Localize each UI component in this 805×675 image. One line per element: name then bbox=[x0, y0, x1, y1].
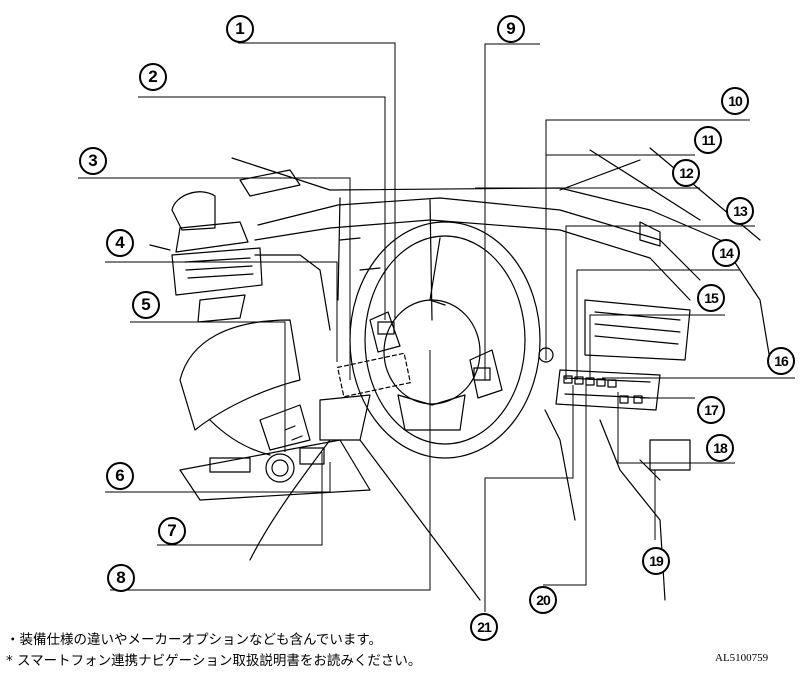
console-outline bbox=[179, 394, 481, 601]
callout-4: 4 bbox=[106, 229, 134, 257]
switch-row bbox=[563, 375, 643, 404]
note-line-1: ・装備仕様の違いやメーカーオプションなども含んでいます。 bbox=[6, 632, 382, 648]
center-stack-outline bbox=[538, 299, 691, 601]
callout-9: 9 bbox=[497, 15, 525, 43]
callout-16: 16 bbox=[767, 347, 795, 375]
callout-7: 7 bbox=[158, 517, 186, 545]
callout-14: 14 bbox=[712, 239, 740, 267]
callout-1: 1 bbox=[226, 15, 254, 43]
callout-15: 15 bbox=[697, 284, 725, 312]
left-side-outline bbox=[149, 169, 331, 331]
callout-21: 21 bbox=[470, 613, 498, 641]
callout-19: 19 bbox=[642, 547, 670, 575]
driver-seat-outline bbox=[179, 294, 301, 456]
callout-12: 12 bbox=[672, 159, 700, 187]
figure-code: AL5100759 bbox=[715, 652, 769, 664]
leader-lines bbox=[78, 42, 795, 612]
note-line-2: * スマートフォン連携ナビゲーション取扱説明書をお読みください。 bbox=[6, 653, 422, 669]
callout-6: 6 bbox=[106, 462, 134, 490]
steering-wheel-outline bbox=[349, 221, 541, 459]
callout-3: 3 bbox=[79, 147, 107, 175]
callout-18: 18 bbox=[706, 434, 734, 462]
callout-11: 11 bbox=[694, 126, 722, 154]
callout-20: 20 bbox=[529, 586, 557, 614]
callout-5: 5 bbox=[132, 291, 160, 319]
callout-13: 13 bbox=[726, 197, 754, 225]
callout-2: 2 bbox=[139, 63, 167, 91]
callout-17: 17 bbox=[697, 396, 725, 424]
callout-8: 8 bbox=[107, 564, 135, 592]
callout-10: 10 bbox=[721, 87, 749, 115]
